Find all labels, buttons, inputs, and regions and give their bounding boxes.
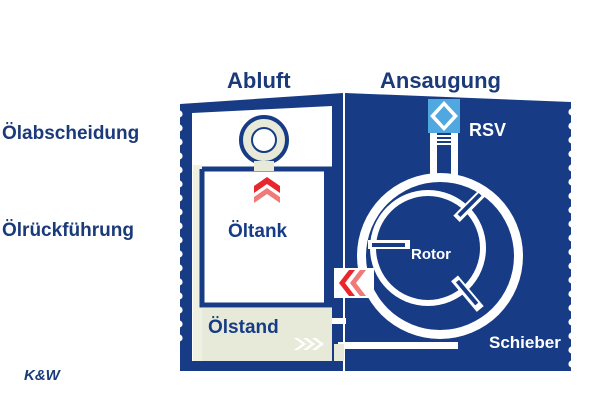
label-oeltank: Öltank: [228, 221, 288, 242]
vane-left: [368, 240, 410, 249]
label-rsv: RSV: [469, 120, 506, 140]
oil-separator-ring: [239, 115, 289, 171]
rsv-valve-icon: [428, 99, 460, 145]
oil-level-arrows-icon: [294, 338, 324, 350]
vane-bottom: [451, 275, 484, 312]
label-oelabscheidung: Ölabscheidung: [2, 123, 140, 144]
lower-passage: [332, 318, 458, 361]
exhaust-housing: [175, 93, 343, 371]
label-abluft: Abluft: [227, 68, 291, 93]
label-rotor: Rotor: [411, 246, 451, 263]
intake-channel: [430, 131, 458, 176]
label-oelrueckfuehrung: Ölrückführung: [2, 220, 134, 241]
label-oelstand: Ölstand: [208, 317, 279, 338]
check-valve-arrow-left-icon: [339, 270, 366, 296]
vane-top: [453, 187, 488, 222]
label-ansaugung: Ansaugung: [380, 68, 501, 93]
label-schieber: Schieber: [489, 333, 561, 352]
check-valve-arrow-up-icon: [254, 177, 280, 203]
label-brand: K&W: [24, 367, 60, 384]
